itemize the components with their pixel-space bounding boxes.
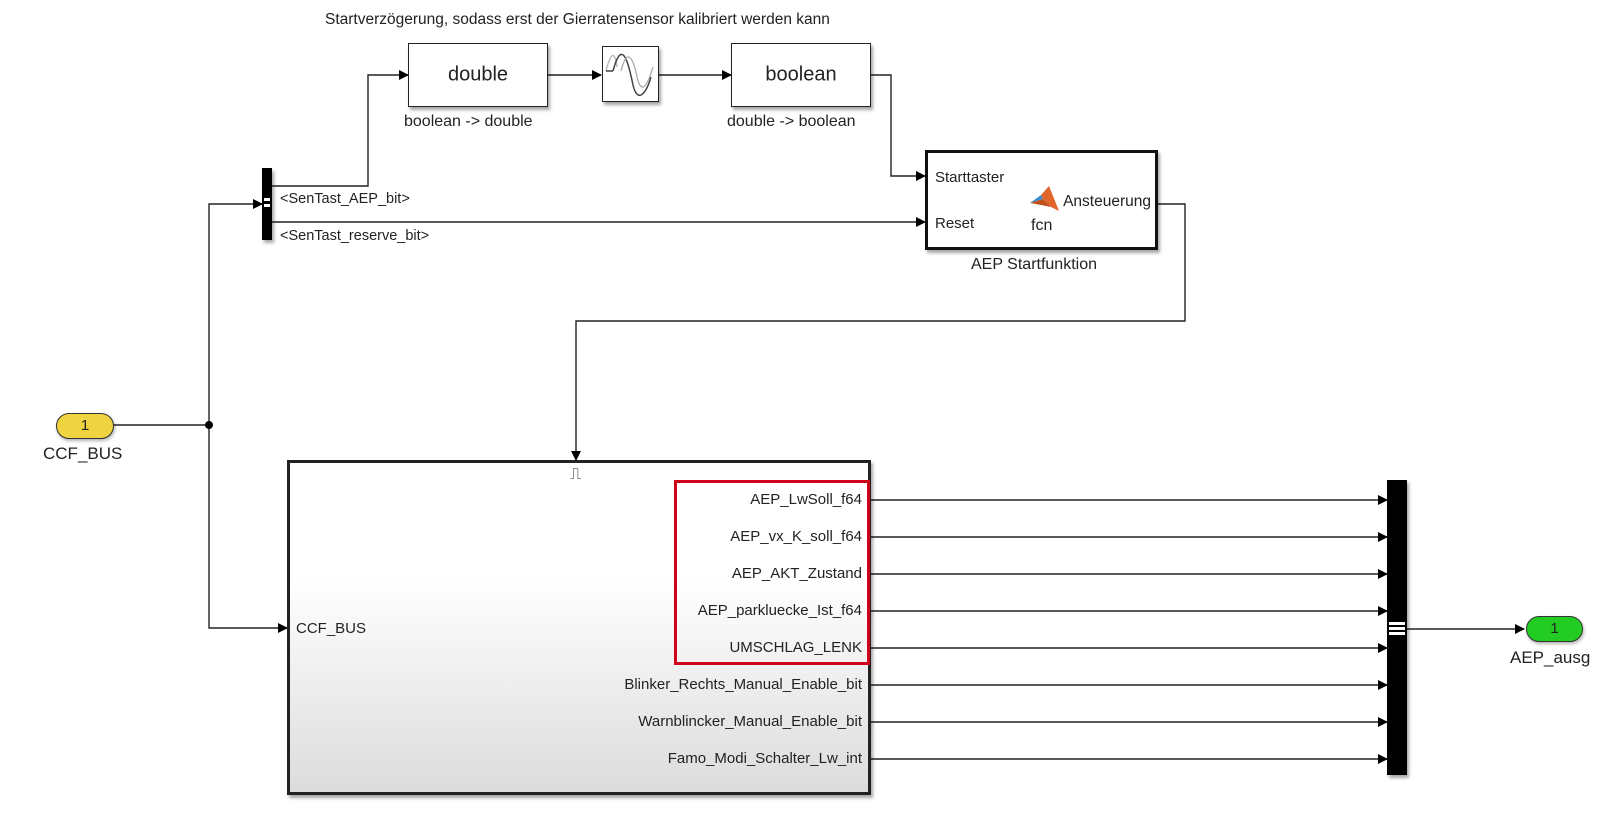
aep-startfunktion-block[interactable]: Starttaster Reset Ansteuerung fcn bbox=[925, 150, 1158, 250]
outport-aep-ausg[interactable]: 1 bbox=[1526, 616, 1583, 642]
outport-number: 1 bbox=[1550, 620, 1559, 637]
output-port-label: AEP_LwSoll_f64 bbox=[750, 491, 862, 508]
line-junction-busselector bbox=[208, 199, 263, 425]
bus-signal-aep-bit: <SenTast_AEP_bit> bbox=[280, 191, 410, 207]
bus-creator-mark bbox=[1389, 627, 1405, 630]
matlab-logo-icon bbox=[1030, 186, 1059, 211]
convert-boolean-to-double-block[interactable]: double bbox=[408, 43, 548, 107]
bus-creator-block[interactable] bbox=[1387, 480, 1407, 775]
convert2-label: boolean bbox=[765, 63, 837, 86]
convert1-label: double bbox=[447, 63, 509, 86]
output-port-label: Warnblincker_Manual_Enable_bit bbox=[638, 713, 862, 730]
outport-name: AEP_ausg bbox=[1510, 648, 1591, 667]
branch-junction bbox=[205, 421, 213, 429]
bus-signal-reserve-bit: <SenTast_reserve_bit> bbox=[280, 228, 430, 244]
line-fcn-trigger bbox=[571, 203, 1186, 461]
input-port-starttaster: Starttaster bbox=[935, 169, 1005, 186]
input-port-reset: Reset bbox=[935, 215, 975, 232]
bus-selector-block[interactable] bbox=[262, 168, 272, 240]
trigger-icon: ⎍ bbox=[570, 466, 582, 483]
output-port-label: UMSCHLAG_LENK bbox=[729, 639, 862, 656]
inport-number: 1 bbox=[80, 417, 90, 434]
line-convert2-starttaster bbox=[871, 74, 926, 181]
fcn-caption: AEP Startfunktion bbox=[971, 256, 1097, 273]
input-port-ccf-bus: CCF_BUS bbox=[296, 620, 367, 637]
bus-selector-mark bbox=[264, 198, 270, 201]
output-port-ansteuerung: Ansteuerung bbox=[1063, 193, 1151, 210]
bus-creator-mark bbox=[1389, 622, 1405, 625]
line-aepbit-convert1 bbox=[272, 70, 409, 187]
output-port-label: Blinker_Rechts_Manual_Enable_bit bbox=[624, 676, 862, 693]
transport-delay-block[interactable] bbox=[602, 46, 659, 102]
output-port-label: Famo_Modi_Schalter_Lw_int bbox=[667, 750, 862, 767]
convert1-caption: boolean -> double bbox=[404, 113, 533, 130]
output-port-label: AEP_vx_K_soll_f64 bbox=[730, 528, 862, 545]
transport-delay-icon bbox=[605, 53, 654, 96]
convert2-caption: double -> boolean bbox=[727, 113, 856, 130]
inport-ccf-bus[interactable]: 1 bbox=[56, 413, 114, 439]
output-port-label: AEP_parkluecke_Ist_f64 bbox=[697, 602, 862, 619]
bus-selector-mark bbox=[264, 204, 270, 207]
annotation-text: Startverzögerung, sodass erst der Gierra… bbox=[325, 11, 830, 28]
inport-name: CCF_BUS bbox=[43, 444, 123, 463]
line-junction-subsystem bbox=[208, 425, 288, 633]
bus-creator-mark bbox=[1389, 632, 1405, 635]
fcn-name: fcn bbox=[1031, 217, 1053, 234]
convert-double-to-boolean-block[interactable]: boolean bbox=[731, 43, 871, 107]
highlight-box bbox=[674, 480, 870, 665]
output-port-label: AEP_AKT_Zustand bbox=[731, 565, 862, 582]
